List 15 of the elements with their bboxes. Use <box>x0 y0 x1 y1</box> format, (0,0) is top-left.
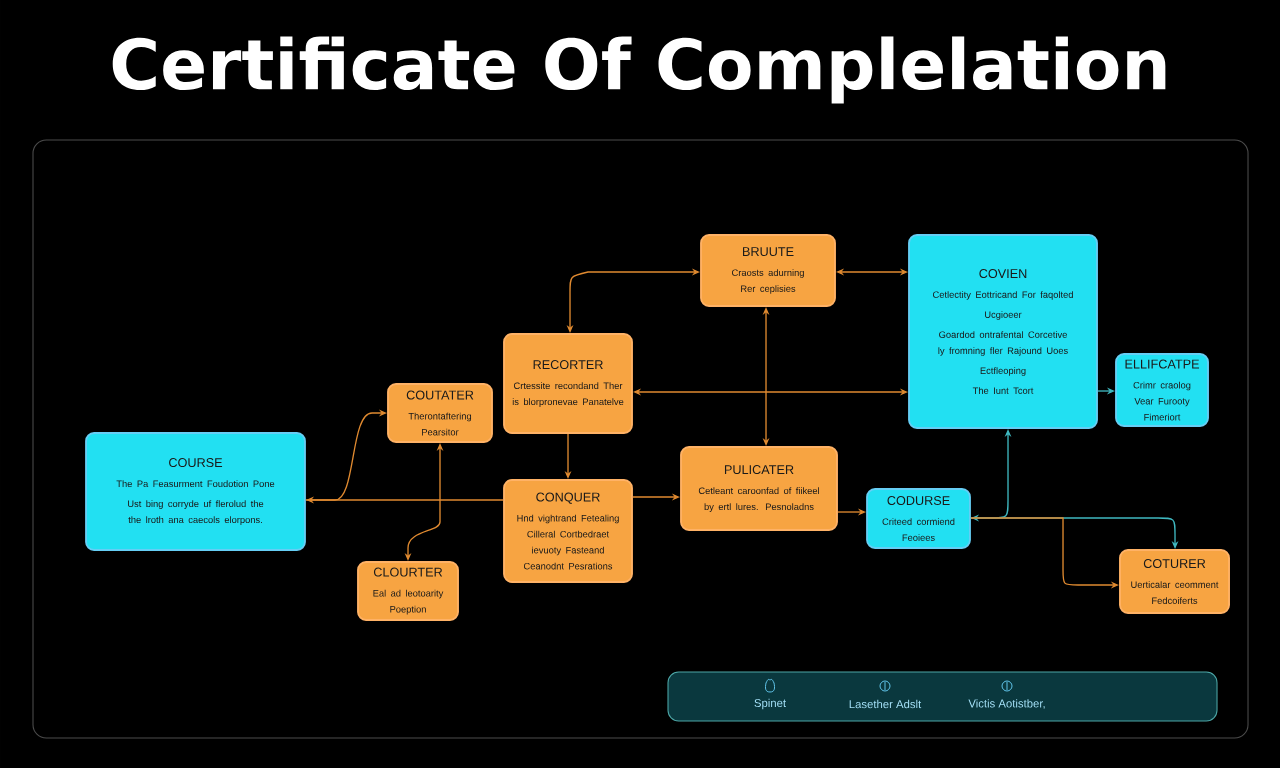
process-box: CODURSE Criteed cormiend Feoiees <box>866 488 971 549</box>
process-box: RECORTER Crtessite recondand Ther is blorpronevae Panatelve <box>503 333 633 434</box>
process-box: CLOURTER Eal ad leotoarity Poeption <box>357 561 459 621</box>
process-box: COUTATER Therontaftering Pearsitor <box>387 383 493 443</box>
process-box: ELLIFCATPE Crimr craolog Vear Furooty Fimeriort <box>1115 353 1209 427</box>
process-box: PULICATER Cetleant caroonfad of fiikeel by ertl lures. Pesnoladns <box>680 446 838 531</box>
legend-label: Spinet <box>754 698 786 710</box>
process-box: CONQUER Hnd vightrand Fetealing Cilleral Cortbedraet ievuoty Fasteand Ceanodnt Pesrations <box>503 479 633 583</box>
process-box: COTURER Uerticalar ceomment Fedcoiferts <box>1119 549 1230 614</box>
legend-label: Victis Aotistber, <box>968 699 1045 709</box>
process-box: COURSE The Pa Feasurment Foudotion Pone Ust bing corryde uf flerolud the the lroth ana caecols elorpons. <box>85 432 306 551</box>
title: Certificate Of Complelation <box>112 36 1166 104</box>
process-box: BRUUTE Craosts adurning Rer ceplisies <box>700 234 836 307</box>
legend-label: Lasether Adslt <box>849 699 922 709</box>
process-box: COVIEN Cetlectity Eottricand For faqolted Ucgioeer Goardod ontrafental Corcetive ly fromning fler Rajound Uoes Ectfleoping The Iunt Tcort <box>908 234 1098 429</box>
